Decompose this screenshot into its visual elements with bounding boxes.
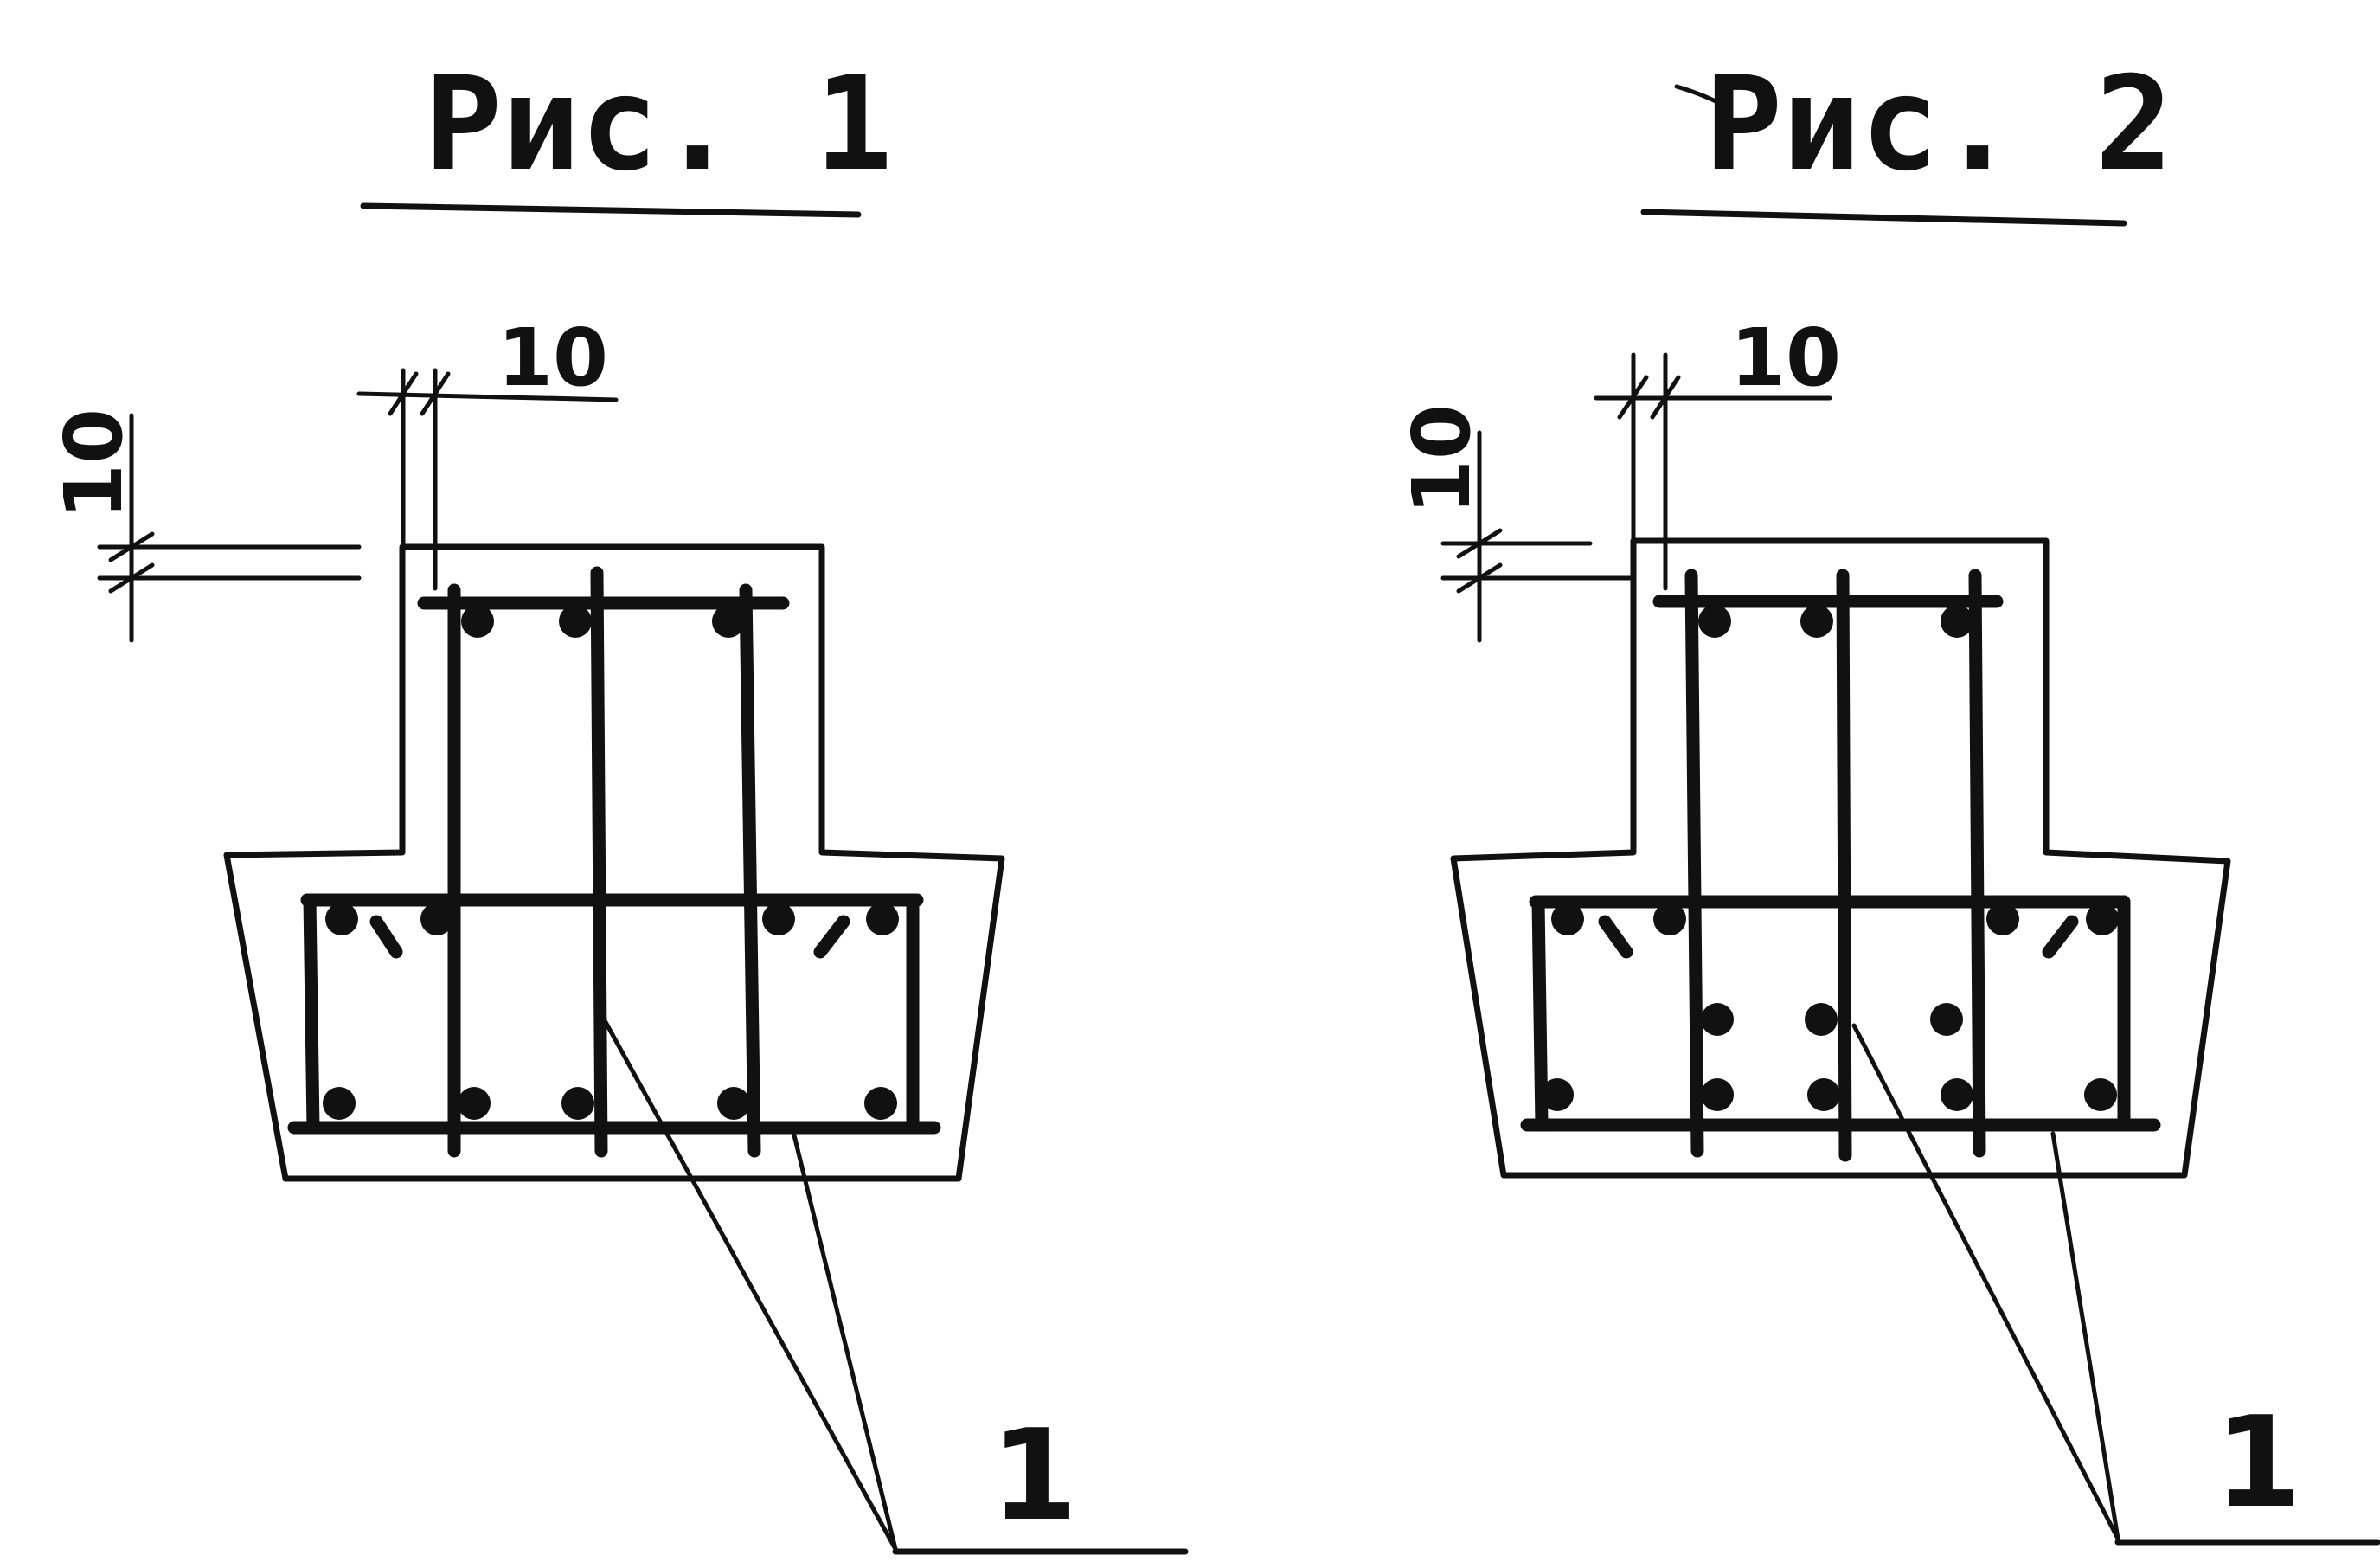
figure-2-rebar-dot [1941, 605, 1973, 638]
figure-1-position-mark: 1 [991, 1403, 1078, 1549]
figure-1-dimension-left: 10 [48, 408, 362, 643]
figure-1-dim-left-label: 10 [48, 408, 140, 519]
figure-1-rebar-dot [712, 605, 745, 638]
figure-1-rebar-dot [866, 903, 899, 935]
figure-1-rebar-dot [323, 1087, 356, 1120]
figure-2-stray-mark [1674, 84, 1720, 105]
figure-2-rebar-dot [1551, 903, 1584, 935]
figure-2-rebar-dot [1541, 1078, 1574, 1111]
figure-2-dim-left-label: 10 [1395, 404, 1488, 515]
figure-1-rebar-dot [420, 903, 453, 935]
figure-1-rebar-dot [458, 1087, 491, 1120]
figure-1-dimension-top: 10 [356, 312, 619, 591]
figure-2-rebar-dot [1930, 1003, 1963, 1036]
figure-1-position-leader: 1 [599, 1012, 1189, 1555]
figure-2-rebar-dot [1807, 1078, 1840, 1111]
figure-1-rebar-dot [461, 605, 494, 638]
figure-2-rebar-dot [1986, 903, 2019, 935]
figure-2-position-mark: 1 [2215, 1390, 2302, 1536]
figure-2-rebar-dot [1653, 903, 1686, 935]
figure-2-rebar-dot [1941, 1078, 1973, 1111]
figure-2-reinforcement [1520, 569, 2161, 1162]
figure-2-rebar-dot [1698, 605, 1731, 638]
figure-2-rebar-dot [1800, 605, 1833, 638]
figure-2-rebar-dot [1701, 1078, 1734, 1111]
figure-1-rebar-dot [864, 1087, 897, 1120]
figure-2-dimension-left: 10 [1395, 404, 1636, 643]
figure-2-position-leader: 1 [1851, 1023, 2380, 1546]
figure-1-rebar-dot [559, 605, 592, 638]
figure-1-rebar-dot [561, 1087, 594, 1120]
figure-2: Рис. 2 10 10 [1395, 49, 2380, 1546]
figure-2-rebar-dot [2084, 1078, 2117, 1111]
figure-2-title: Рис. 2 [1704, 49, 2173, 200]
figure-1-section-outline [223, 543, 1005, 1182]
figure-2-dim-top-label: 10 [1730, 312, 1841, 404]
figure-1-rebar-dot [325, 903, 358, 935]
figure-1: Рис. 1 10 10 [48, 49, 1189, 1555]
figure-1-reinforcement [287, 566, 941, 1158]
figure-2-section-outline [1450, 537, 2231, 1179]
figure-2-rebar-dot [2086, 903, 2119, 935]
figure-2-dimension-top: 10 [1594, 312, 1841, 591]
figure-1-title: Рис. 1 [424, 49, 893, 200]
figure-1-rebar-dot [717, 1087, 750, 1120]
figure-1-title-underline [360, 202, 862, 218]
figure-1-dim-top-label: 10 [497, 312, 608, 404]
figure-1-rebar-dot [762, 903, 795, 935]
figure-2-rebar-dot [1701, 1003, 1734, 1036]
figure-2-rebar-dot [1805, 1003, 1838, 1036]
figure-2-title-underline [1640, 209, 2127, 227]
